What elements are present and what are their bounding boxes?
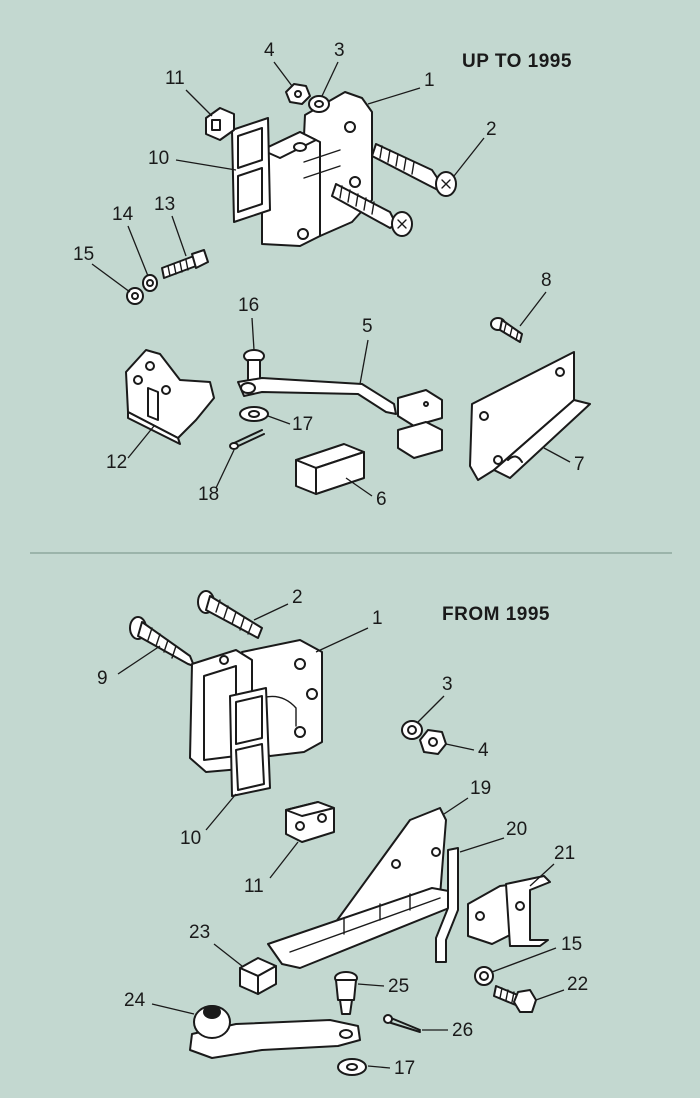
label-17-bottom: 17 [394, 1058, 415, 1079]
part-23-cube-bottom [239, 957, 277, 995]
part-19-hinge-plate-bottom [267, 807, 455, 969]
label-4-bottom: 4 [478, 740, 489, 761]
label-10-top: 10 [148, 148, 169, 169]
part-2-screw-lower-top [331, 183, 413, 237]
part-15-washer-bottom [474, 966, 494, 986]
label-9-bottom: 9 [97, 668, 108, 689]
label-22-bottom: 22 [567, 974, 588, 995]
part-6-block-top [295, 443, 365, 495]
label-12-top: 12 [106, 452, 127, 473]
part-1-hinge-body-top [261, 91, 373, 247]
part-18-split-pin-top [229, 429, 265, 450]
part-10-gasket-bottom [229, 687, 271, 797]
label-8-top: 8 [541, 270, 552, 291]
part-11-clip-top [205, 107, 235, 141]
label-2-top: 2 [486, 119, 497, 140]
part-15-washer-top [126, 287, 144, 305]
label-19-bottom: 19 [470, 778, 491, 799]
label-3-top: 3 [334, 40, 345, 61]
labels-bottom: 1 2 3 4 9 10 11 15 17 19 20 21 22 23 24 … [97, 587, 588, 1079]
part-9-screw-bottom [129, 616, 195, 667]
label-2-bottom: 2 [292, 587, 303, 608]
label-24-bottom: 24 [124, 990, 146, 1011]
part-12-bracket-top [125, 349, 215, 445]
part-10-gasket-top [231, 117, 271, 223]
label-21-bottom: 21 [554, 843, 575, 864]
label-20-bottom: 20 [506, 819, 527, 840]
part-13-bolt-top [161, 249, 209, 279]
label-6-top: 6 [376, 489, 387, 510]
label-15-top: 15 [73, 244, 94, 265]
part-21-bracket-bottom [467, 875, 551, 947]
heading-up-to-1995: UP TO 1995 [462, 51, 572, 72]
label-4-top: 4 [264, 40, 275, 61]
label-5-top: 5 [362, 316, 373, 337]
part-2-screw-bottom [197, 590, 263, 639]
part-3-washer-bottom [401, 720, 423, 740]
label-18-top: 18 [198, 484, 219, 505]
label-16-top: 16 [238, 295, 259, 316]
label-15-bottom: 15 [561, 934, 582, 955]
part-14-spring-washer-top [142, 274, 158, 292]
label-1-top: 1 [424, 70, 435, 91]
part-20-rod-bottom [435, 847, 459, 963]
label-11-top: 11 [165, 68, 185, 89]
label-10-bottom: 10 [180, 828, 201, 849]
part-17-washer-top [239, 406, 269, 422]
part-8-bolt-top [490, 317, 523, 343]
label-25-bottom: 25 [388, 976, 409, 997]
part-26-split-pin-bottom [383, 1014, 421, 1033]
label-23-bottom: 23 [189, 922, 210, 943]
part-11-clip-bottom [285, 801, 335, 843]
label-14-top: 14 [112, 204, 134, 225]
part-5-arm-top [237, 377, 443, 459]
part-17-washer-bottom [337, 1058, 367, 1076]
label-17-top: 17 [292, 414, 313, 435]
part-3-washer-top [308, 95, 330, 113]
label-1-bottom: 1 [372, 608, 383, 629]
part-7-angle-bracket-top [469, 351, 591, 481]
label-26-bottom: 26 [452, 1020, 473, 1041]
label-7-top: 7 [574, 454, 585, 475]
part-25-pin-bottom [334, 971, 358, 1015]
heading-from-1995: FROM 1995 [442, 604, 550, 625]
labels-top: 1 2 3 4 5 6 7 8 10 11 12 13 14 15 16 17 … [73, 40, 585, 510]
part-4-nut-bottom [419, 729, 447, 755]
label-11-bottom: 11 [244, 876, 264, 897]
part-22-bolt-bottom [493, 985, 537, 1013]
part-24-arm-bottom [189, 1005, 361, 1059]
part-1-hinge-body-bottom [189, 639, 323, 773]
part-2-screw-top [371, 143, 457, 197]
label-3-bottom: 3 [442, 674, 453, 695]
label-13-top: 13 [154, 194, 175, 215]
part-4-nut-top [285, 83, 311, 105]
